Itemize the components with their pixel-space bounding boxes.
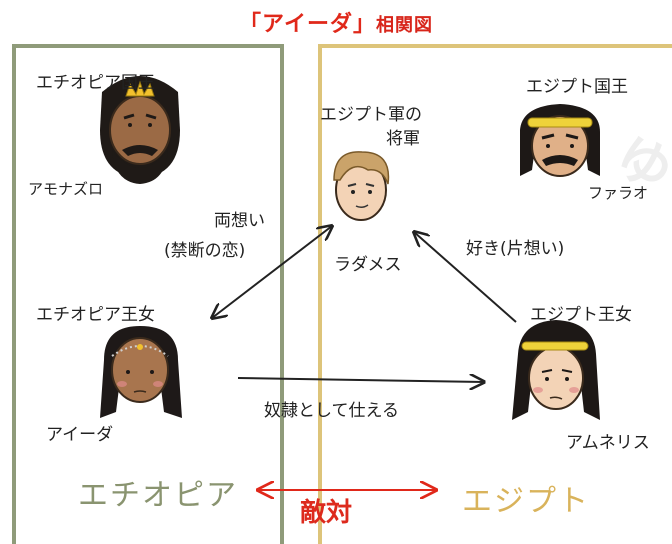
mutual-love-label: 両想い bbox=[214, 211, 265, 231]
amneris-portrait bbox=[512, 320, 600, 420]
title-main: 「アイーダ」 bbox=[239, 12, 376, 37]
radames-role-line1: エジプト軍の bbox=[320, 105, 422, 125]
one-sided-love-label: 好き(片想い) bbox=[466, 239, 565, 259]
ethiopia-region-label: エチオピア bbox=[78, 478, 238, 513]
egypt-king-name: ファラオ bbox=[588, 184, 649, 202]
ethiopia-king-role: エチオピア国王 bbox=[36, 73, 155, 93]
diagram-graphics bbox=[100, 76, 600, 528]
ethiopia-princess-name: アイーダ bbox=[46, 425, 114, 445]
egypt-region-label: エジプト bbox=[462, 484, 590, 519]
ethiopia-princess-role: エチオピア王女 bbox=[36, 305, 155, 325]
servant-arrow bbox=[237, 378, 484, 382]
radames-name: ラダメス bbox=[334, 255, 402, 275]
amonasro-portrait bbox=[100, 76, 180, 184]
title-tail: 相関図 bbox=[375, 15, 433, 36]
enmity-label: 敵対 bbox=[300, 498, 353, 528]
egypt-king-role: エジプト国王 bbox=[526, 77, 628, 97]
mutual-love-sublabel: (禁断の恋) bbox=[164, 241, 246, 261]
radames-portrait bbox=[333, 151, 390, 221]
mutual-love-arrow bbox=[212, 226, 332, 318]
egypt-princess-role: エジプト王女 bbox=[530, 305, 632, 325]
one-sided-love-arrow bbox=[414, 232, 517, 323]
pharaoh-portrait bbox=[520, 104, 600, 177]
egypt-princess-name: アムネリス bbox=[566, 433, 650, 453]
radames-role-line2: 将軍 bbox=[386, 129, 420, 149]
aida-portrait bbox=[100, 326, 182, 418]
servant-label: 奴隷として仕える bbox=[264, 401, 399, 421]
diagram-title: 「アイーダ」相関図 bbox=[0, 6, 672, 38]
ethiopia-king-name: アモナズロ bbox=[28, 180, 104, 198]
